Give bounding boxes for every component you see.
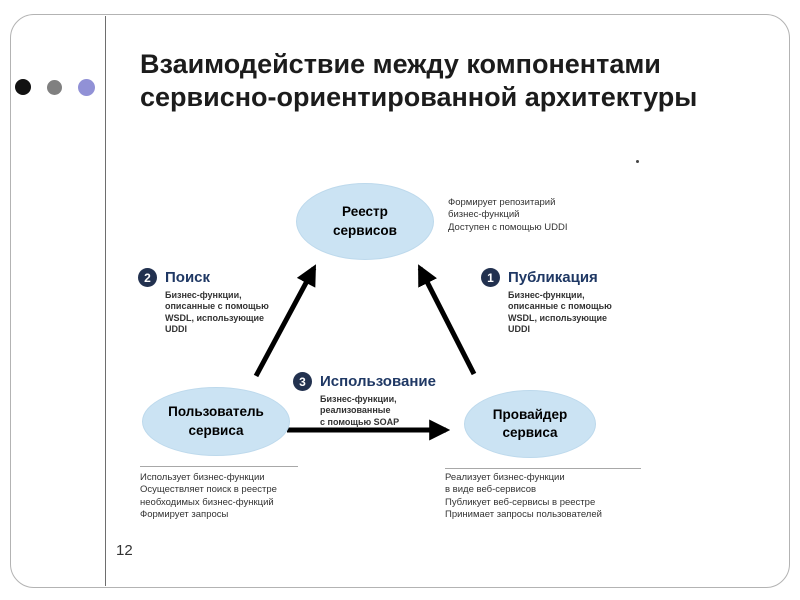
step-use: 3 Использование Бизнес-функции, реализов…	[293, 372, 436, 428]
vertical-divider	[105, 16, 106, 586]
step-publish-number-badge: 1	[481, 268, 500, 287]
slide-title: Взаимодействие между компонентами сервис…	[140, 49, 698, 112]
divider-consumer	[140, 466, 298, 467]
step-use-number-badge: 3	[293, 372, 312, 391]
bullet-icon-black	[15, 79, 31, 95]
step-search: 2 Поиск Бизнес-функции, описанные с помо…	[138, 268, 269, 335]
step-publish-description: Бизнес-функции, описанные с помощью WSDL…	[508, 290, 612, 334]
bullet-icon-purple	[78, 79, 95, 96]
step-search-label: Поиск	[165, 269, 211, 286]
step-use-description: Бизнес-функции, реализованные с помощью …	[320, 394, 400, 427]
step-use-header: 3 Использование	[293, 372, 436, 391]
annotation-provider: Реализует бизнес-функции в виде веб-серв…	[445, 472, 602, 521]
slide-border	[10, 14, 790, 588]
node-service-consumer: Пользователь сервиса	[142, 387, 290, 456]
step-search-description: Бизнес-функции, описанные с помощью WSDL…	[165, 290, 269, 334]
stray-dot	[636, 160, 639, 163]
divider-provider	[445, 468, 641, 469]
step-publish-header: 1 Публикация	[481, 268, 612, 287]
page-number: 12	[116, 542, 133, 559]
step-use-label: Использование	[320, 373, 436, 390]
node-service-provider: Провайдер сервиса	[464, 390, 596, 458]
node-service-registry: Реестр сервисов	[296, 183, 434, 260]
step-publish: 1 Публикация Бизнес-функции, описанные с…	[481, 268, 612, 335]
step-search-header: 2 Поиск	[138, 268, 269, 287]
step-search-number-badge: 2	[138, 268, 157, 287]
step-publish-label: Публикация	[508, 269, 598, 286]
annotation-registry: Формирует репозитарий бизнес-функций Дос…	[448, 197, 568, 233]
bullet-icon-gray	[47, 80, 62, 95]
annotation-consumer: Использует бизнес-функции Осуществляет п…	[140, 472, 277, 521]
